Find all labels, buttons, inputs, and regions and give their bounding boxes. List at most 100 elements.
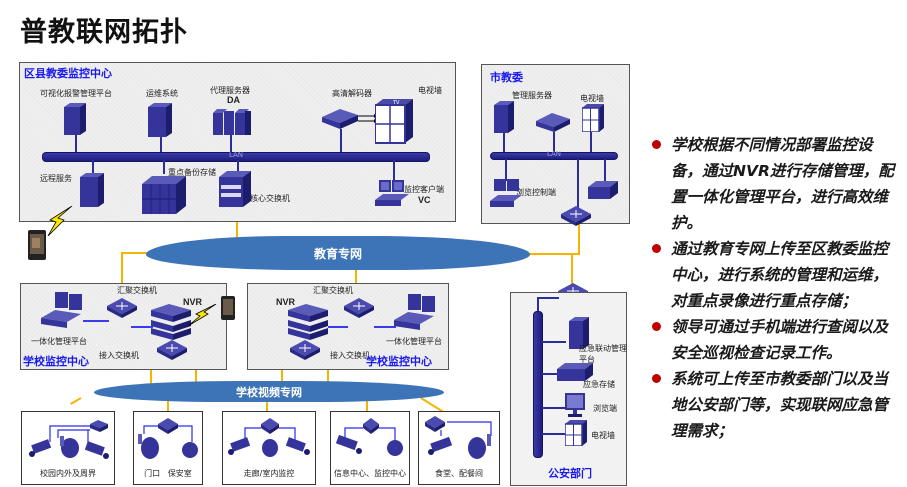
server-cluster-icon bbox=[213, 107, 253, 141]
monitor-client-icon bbox=[375, 180, 409, 212]
city-education-committee-panel: 市教委 管理服务器 电视墙 LAN 浏览控制端 bbox=[481, 64, 630, 224]
label-remote-service: 远程服务 bbox=[40, 174, 72, 183]
district-monitoring-center-panel: 区县教委监控中心 可视化报警管理平台 运维系统 代理服务器 DA 高清解码器 电… bbox=[19, 62, 456, 222]
workstation-icon bbox=[394, 294, 438, 336]
link-left-access-a bbox=[150, 358, 152, 388]
education-network-cloud: 教育专网 bbox=[146, 236, 530, 270]
link-right-access-b bbox=[327, 358, 329, 388]
workstation-icon bbox=[490, 179, 522, 213]
svg-text:TV: TV bbox=[392, 100, 400, 106]
label-access-switch: 接入交换机 bbox=[99, 351, 139, 360]
link-video-zone1 bbox=[70, 397, 82, 405]
district-center-title: 区县教委监控中心 bbox=[24, 67, 112, 80]
link-city-to-police bbox=[571, 255, 573, 285]
link-core-to-edu bbox=[236, 205, 238, 243]
nvr-stack-icon bbox=[151, 304, 191, 344]
mobile-phone-icon bbox=[221, 296, 235, 324]
bullet-item: 学校根据不同情况部署监控设备，通过NVR进行存储管理，配置一体化管理平台，进行高… bbox=[652, 132, 902, 236]
label-monitor-client: 监控客户端 bbox=[404, 185, 444, 194]
camera-zone-label: 门口 保安室 bbox=[144, 469, 192, 478]
camera-zone-info-monitoring: 信息中心、监控中心 bbox=[330, 411, 410, 485]
link-video-zone3 bbox=[266, 400, 268, 414]
school-video-network-cloud: 学校视频专网 bbox=[94, 381, 444, 402]
label-management-server: 管理服务器 bbox=[512, 91, 552, 100]
description-bullets: 学校根据不同情况部署监控设备，通过NVR进行存储管理，配置一体化管理平台，进行高… bbox=[652, 132, 902, 444]
bullet-item: 系统可上传至市教委部门以及当地公安部门等，实现联网应急管理需求； bbox=[652, 366, 902, 444]
bullet-text: 通过教育专网上传至区教委监控中心，进行系统的管理和运维，对重点录像进行重点存储； bbox=[671, 240, 889, 310]
storage-device-icon bbox=[557, 363, 593, 387]
bullet-text: 系统可上传至市教委部门以及当地公安部门等，实现联网应急管理需求； bbox=[671, 370, 889, 440]
camera-cluster-icon bbox=[333, 414, 407, 466]
camera-zone-label: 走廊/室内监控 bbox=[243, 469, 295, 478]
label-key-backup-storage: 重点备份存储 bbox=[168, 168, 216, 177]
school-monitoring-center-left: 汇聚交换机 NVR 一体化管理平台 接入交换机 学校监控中心 bbox=[20, 283, 227, 370]
camera-zone-campus-perimeter: 校园内外及周界 bbox=[21, 411, 115, 485]
bullet-dot-icon bbox=[652, 244, 661, 253]
label-emergency-storage: 应急存储 bbox=[583, 380, 615, 389]
bullet-dot-icon bbox=[652, 374, 661, 383]
link-city-to-edu-v bbox=[578, 222, 580, 255]
mobile-phone-icon bbox=[28, 230, 46, 264]
label-tv-wall: 电视墙 bbox=[418, 86, 442, 95]
core-switch-icon bbox=[219, 171, 251, 211]
city-lan-bus: LAN bbox=[490, 150, 618, 160]
camera-zone-gate-guardroom: 门口 保安室 bbox=[133, 411, 203, 485]
link-left-access-b bbox=[195, 358, 197, 388]
storage-array-icon bbox=[142, 176, 186, 218]
link-right-access-a bbox=[281, 358, 283, 388]
workstation-icon bbox=[41, 292, 85, 334]
label-ops-system: 运维系统 bbox=[146, 89, 178, 98]
bullet-dot-icon bbox=[652, 140, 661, 149]
management-server-icon bbox=[536, 113, 570, 137]
bullet-dot-icon bbox=[652, 322, 661, 331]
server-tower-icon bbox=[565, 317, 589, 353]
server-tower-icon bbox=[490, 101, 514, 137]
label-city-tv-wall: 电视墙 bbox=[580, 94, 604, 103]
camera-zone-label: 食堂、配餐间 bbox=[435, 469, 483, 478]
access-switch-icon bbox=[290, 340, 320, 364]
label-hd-decoder: 高清解码器 bbox=[332, 89, 372, 98]
bullet-item: 通过教育专网上传至区教委监控中心，进行系统的管理和运维，对重点录像进行重点存储； bbox=[652, 236, 902, 314]
school-center-right-title: 学校监控中心 bbox=[366, 355, 432, 368]
label-aggregation-switch: 汇聚交换机 bbox=[313, 286, 353, 295]
label-emergency-platform: 应急联动管理平台 bbox=[579, 344, 627, 364]
camera-zone-canteen: 食堂、配餐间 bbox=[418, 411, 500, 485]
aggregation-switch-icon bbox=[107, 298, 137, 322]
monitor-icon bbox=[565, 393, 587, 423]
label-monitor-client-tag: VC bbox=[418, 195, 431, 205]
label-nvr: NVR bbox=[276, 297, 296, 307]
server-tower-icon bbox=[76, 173, 104, 211]
link-video-zone2 bbox=[167, 400, 169, 414]
link-edu-to-left-school-h bbox=[121, 252, 153, 254]
camera-zone-corridor-indoor: 走廊/室内监控 bbox=[222, 411, 316, 485]
decoder-icon bbox=[322, 107, 377, 137]
label-visual-alarm-platform: 可视化报警管理平台 bbox=[40, 89, 112, 98]
camera-cluster-icon bbox=[421, 414, 497, 466]
school-center-left-title: 学校监控中心 bbox=[23, 355, 89, 368]
bullet-text: 领导可通过手机端进行查阅以及安全巡视检查记录工作。 bbox=[671, 318, 889, 362]
lightning-wireless-icon bbox=[46, 205, 74, 240]
label-access-switch: 接入交换机 bbox=[330, 351, 370, 360]
label-core-switch: 核心交换机 bbox=[250, 194, 290, 203]
school-monitoring-center-right: 汇聚交换机 NVR 一体化管理平台 接入交换机 学校监控中心 bbox=[247, 283, 449, 370]
link-video-zone4 bbox=[366, 400, 368, 414]
label-nvr: NVR bbox=[183, 297, 203, 307]
lightning-wireless-icon bbox=[186, 303, 218, 330]
link-edu-to-left-school bbox=[121, 252, 123, 297]
server-tower-icon bbox=[60, 103, 86, 139]
camera-cluster-icon bbox=[136, 414, 200, 466]
tv-wall-icon: TV bbox=[374, 99, 413, 149]
storage-device-icon bbox=[588, 181, 618, 205]
label-browse-control: 浏览控制端 bbox=[516, 188, 556, 197]
public-security-title: 公安部门 bbox=[548, 467, 592, 480]
access-switch-icon bbox=[157, 340, 187, 364]
camera-zone-label: 校园内外及周界 bbox=[40, 469, 96, 478]
district-lan-bus: LAN bbox=[42, 151, 430, 162]
label-police-tv-wall: 电视墙 bbox=[591, 431, 615, 440]
link-edu-to-city bbox=[528, 253, 580, 255]
police-lan-bus bbox=[533, 311, 543, 458]
bullet-text: 学校根据不同情况部署监控设备，通过NVR进行存储管理，配置一体化管理平台，进行高… bbox=[671, 136, 894, 232]
public-security-panel: 应急联动管理平台 应急存储 浏览端 电视墙 公安部门 bbox=[510, 292, 627, 486]
city-switch-icon bbox=[561, 206, 591, 230]
tv-wall-icon bbox=[564, 420, 587, 450]
